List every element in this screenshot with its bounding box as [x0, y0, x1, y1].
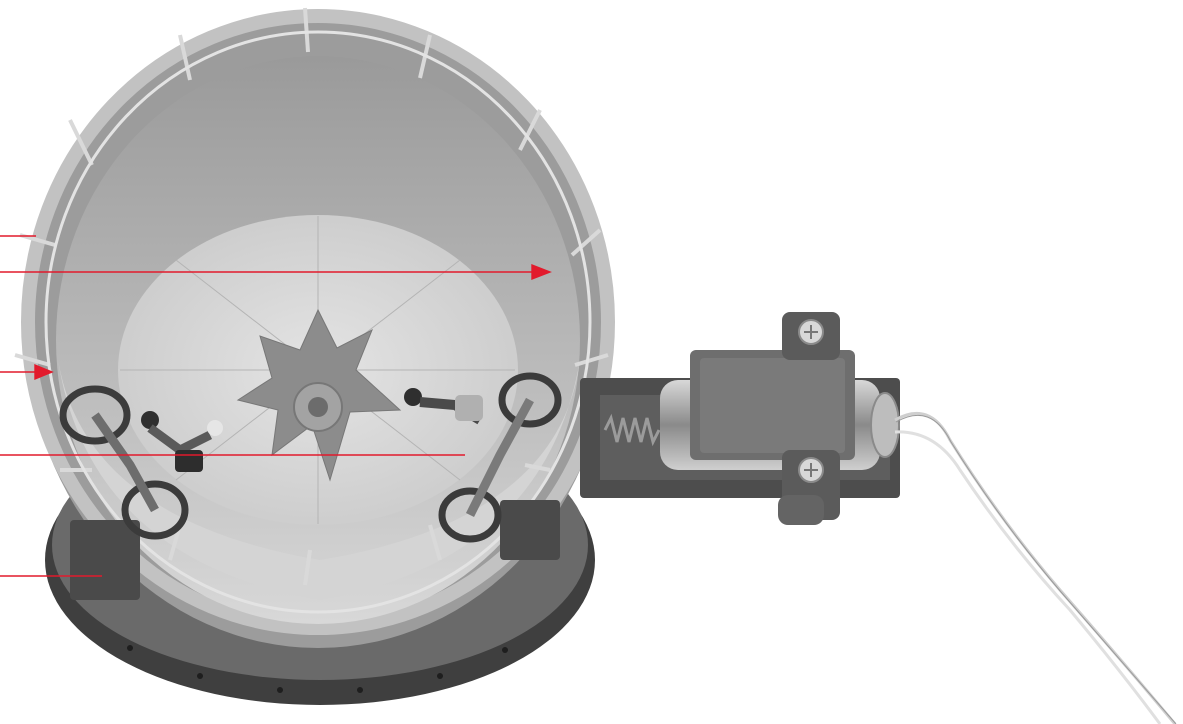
- rider-right: [404, 372, 562, 543]
- drum-assembly: [14, 7, 615, 705]
- callout-pointers: [0, 235, 552, 577]
- rider-left-head-figure: [207, 420, 223, 436]
- screw-bottom-slot: [804, 463, 818, 477]
- drum-rim: [21, 9, 615, 635]
- rib-rail: [44, 30, 592, 614]
- drum-inner-lower-band: [58, 360, 580, 600]
- rider-right-torso: [455, 395, 483, 421]
- center-hub-inner: [308, 397, 328, 417]
- left-bracket: [70, 520, 140, 600]
- base-holes: [127, 645, 508, 693]
- rider-left-torso: [175, 450, 203, 472]
- wire-2: [894, 430, 1162, 724]
- motorcycle-wheel-right-bottom: [438, 487, 502, 543]
- rider-right-head: [404, 388, 422, 406]
- motorcycle-frame-right: [465, 397, 534, 518]
- motorcycle-frame-left: [91, 412, 159, 513]
- motorcycle-wheel-right-top: [498, 372, 562, 428]
- pointer-arrow-3: [34, 363, 54, 381]
- wire-1-shadow: [895, 414, 1177, 724]
- drive-spring: [603, 413, 661, 447]
- motorcycle-wheel-left-top: [59, 385, 131, 445]
- motor-terminal-end: [870, 392, 900, 458]
- motor-unit: [580, 312, 900, 525]
- right-bracket: [500, 500, 560, 560]
- motorcycle-wheel-left-bottom: [121, 480, 189, 540]
- pointer-arrow-2: [531, 263, 552, 281]
- rider-left-helmet: [141, 411, 159, 429]
- motor-wires: [894, 411, 1177, 724]
- screw-top-slot: [804, 325, 818, 339]
- clamp-foot: [778, 495, 824, 525]
- motor-housing-top: [700, 358, 845, 453]
